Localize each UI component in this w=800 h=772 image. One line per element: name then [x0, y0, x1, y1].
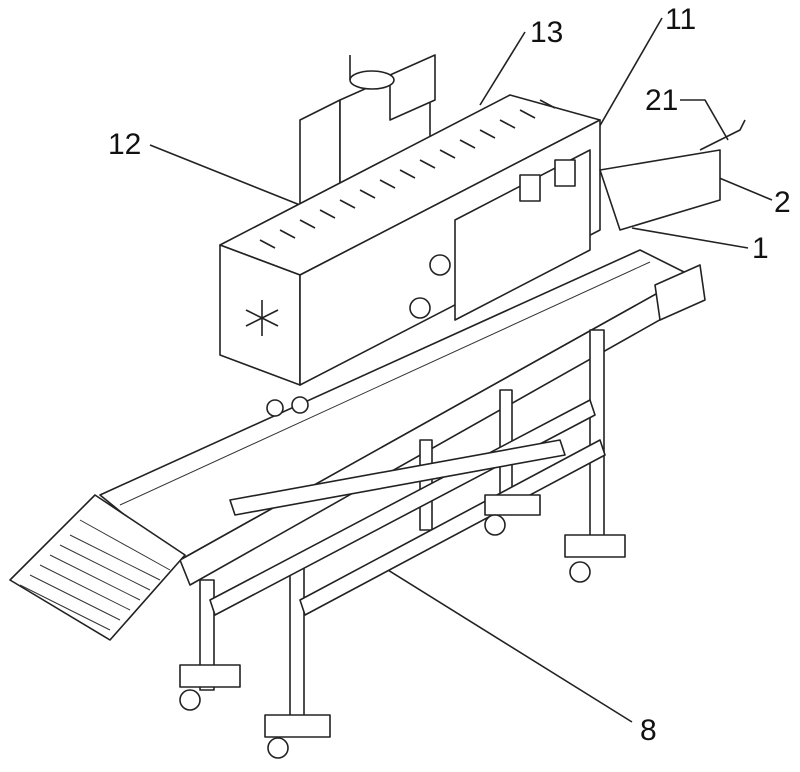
caster-icon [267, 737, 289, 759]
leader-13 [479, 31, 526, 106]
fan-icon [245, 300, 279, 336]
label-13: 13 [530, 16, 564, 49]
gear-icon [429, 254, 451, 276]
caster-icon [179, 689, 201, 711]
control-panel [454, 149, 591, 321]
heater-housing [219, 94, 746, 417]
label-8: 8 [640, 714, 657, 747]
leader-1 [631, 227, 749, 249]
handwheel-icon [349, 70, 395, 90]
label-21: 21 [645, 84, 679, 117]
label-2: 2 [774, 186, 791, 219]
caster-icon [569, 561, 591, 583]
leader-8 [374, 561, 633, 723]
label-12: 12 [108, 128, 142, 161]
label-11: 11 [665, 3, 697, 36]
leader-12 [149, 144, 301, 206]
leader-21 [680, 99, 729, 141]
support-frame [179, 329, 626, 759]
caster-icon [484, 514, 506, 536]
label-1: 1 [752, 232, 769, 265]
gear-icon [409, 297, 431, 319]
conveyor [9, 249, 706, 641]
